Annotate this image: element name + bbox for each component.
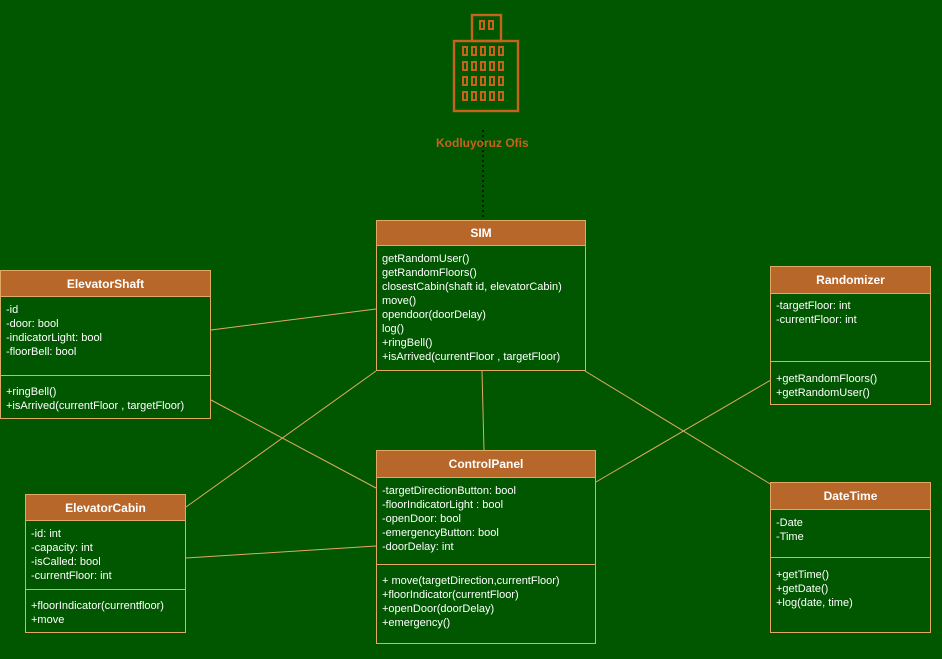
class-elevator-cabin[interactable]: ElevatorCabin -id: int -capacity: int -isC… xyxy=(25,494,186,633)
link-shaft-controlpanel xyxy=(210,399,377,489)
class-attribute: -targetDirectionButton: bool xyxy=(382,485,516,497)
link-randomizer-controlpanel xyxy=(595,376,777,483)
class-method: +floorIndicator(currentfloor) xyxy=(31,600,164,612)
attribute-list: -targetDirectionButton: bool -floorIndica… xyxy=(377,478,595,564)
attribute-list: -Date -Time xyxy=(771,510,930,557)
class-attribute: -id xyxy=(6,304,19,316)
class-attribute: -capacity: int xyxy=(31,542,93,554)
class-method: +getRandomFloors() xyxy=(776,373,878,385)
class-attribute: -currentFloor: int xyxy=(776,314,857,326)
method-list: +floorIndicator(currentfloor) +move xyxy=(26,589,185,631)
class-method: +getDate() xyxy=(776,583,829,595)
class-method: getRandomFloors() xyxy=(382,267,477,279)
class-randomizer[interactable]: Randomizer -targetFloor: int -currentFloo… xyxy=(770,266,931,405)
class-method: +getRandomUser() xyxy=(776,387,870,399)
class-attribute: -id: int xyxy=(31,528,61,540)
link-shaft-sim xyxy=(210,308,377,331)
class-method: closestCabin(shaft id, elevatorCabin) xyxy=(382,281,562,293)
class-method: +move xyxy=(31,614,65,626)
class-name: Randomizer xyxy=(771,267,930,294)
class-control-panel[interactable]: ControlPanel -targetDirectionButton: boo… xyxy=(376,450,596,644)
class-elevator-shaft[interactable]: ElevatorShaft -id -door: bool -indicatorLi… xyxy=(0,270,211,419)
class-method: +log(date, time) xyxy=(776,597,853,609)
class-method: +getTime() xyxy=(776,569,830,581)
class-method: opendoor(doorDelay) xyxy=(382,309,486,321)
office-building-icon xyxy=(452,13,520,113)
method-list: +getTime() +getDate() +log(date, time) xyxy=(771,557,930,614)
class-attribute: -openDoor: bool xyxy=(382,513,461,525)
class-attribute: -floorIndicatorLight : bool xyxy=(382,499,504,511)
link-sim-cabin xyxy=(185,370,377,508)
class-attribute: -indicatorLight: bool xyxy=(6,332,103,344)
class-method: +emergency() xyxy=(382,617,451,629)
class-method: log() xyxy=(382,323,405,335)
class-method: +floorIndicator(currentFloor) xyxy=(382,589,519,601)
class-method: + move(targetDirection,currentFloor) xyxy=(382,575,560,587)
class-method: move() xyxy=(382,295,417,307)
class-attribute: -Time xyxy=(776,531,804,543)
class-attribute: -door: bool xyxy=(6,318,59,330)
class-method: +isArrived(currentFloor , targetFloor) xyxy=(6,400,185,412)
class-attribute: -isCalled: bool xyxy=(31,556,101,568)
class-attribute: -currentFloor: int xyxy=(31,570,112,582)
method-list: + move(targetDirection,currentFloor) +flo… xyxy=(377,564,595,634)
class-attribute: -doorDelay: int xyxy=(382,541,454,553)
class-method: +ringBell() xyxy=(6,386,57,398)
class-attribute: -emergencyButton: bool xyxy=(382,527,499,539)
method-list: +getRandomFloors() +getRandomUser() xyxy=(771,361,930,404)
attribute-list: -id -door: bool -indicatorLight: bool -floo… xyxy=(1,297,210,375)
class-attribute: -targetFloor: int xyxy=(776,300,851,312)
attribute-list: -id: int -capacity: int -isCalled: bool -cu… xyxy=(26,521,185,589)
link-cabin-controlpanel xyxy=(185,545,377,559)
class-method: +ringBell() xyxy=(382,337,433,349)
class-name: ElevatorShaft xyxy=(1,271,210,297)
method-list: +ringBell() +isArrived(currentFloor , tar… xyxy=(1,375,210,417)
office-title: Kodluyoruz Ofis xyxy=(436,136,529,150)
class-name: ControlPanel xyxy=(377,451,595,478)
link-sim-datetime xyxy=(584,370,791,497)
class-sim[interactable]: SIM getRandomUser() getRandomFloors() clos… xyxy=(376,220,586,371)
link-sim-controlpanel xyxy=(481,370,485,452)
class-method: +isArrived(currentFloor , targetFloor) xyxy=(382,351,561,363)
class-method: +openDoor(doorDelay) xyxy=(382,603,495,615)
class-attribute: -floorBell: bool xyxy=(6,346,77,358)
class-name: ElevatorCabin xyxy=(26,495,185,521)
method-list: getRandomUser() getRandomFloors() closestC… xyxy=(377,246,585,368)
class-name: SIM xyxy=(377,221,585,246)
attribute-list: -targetFloor: int -currentFloor: int xyxy=(771,294,930,361)
class-name: DateTime xyxy=(771,483,930,510)
class-method: getRandomUser() xyxy=(382,253,470,265)
class-attribute: -Date xyxy=(776,517,803,529)
class-date-time[interactable]: DateTime -Date -Time +getTime() +getDate()… xyxy=(770,482,931,633)
